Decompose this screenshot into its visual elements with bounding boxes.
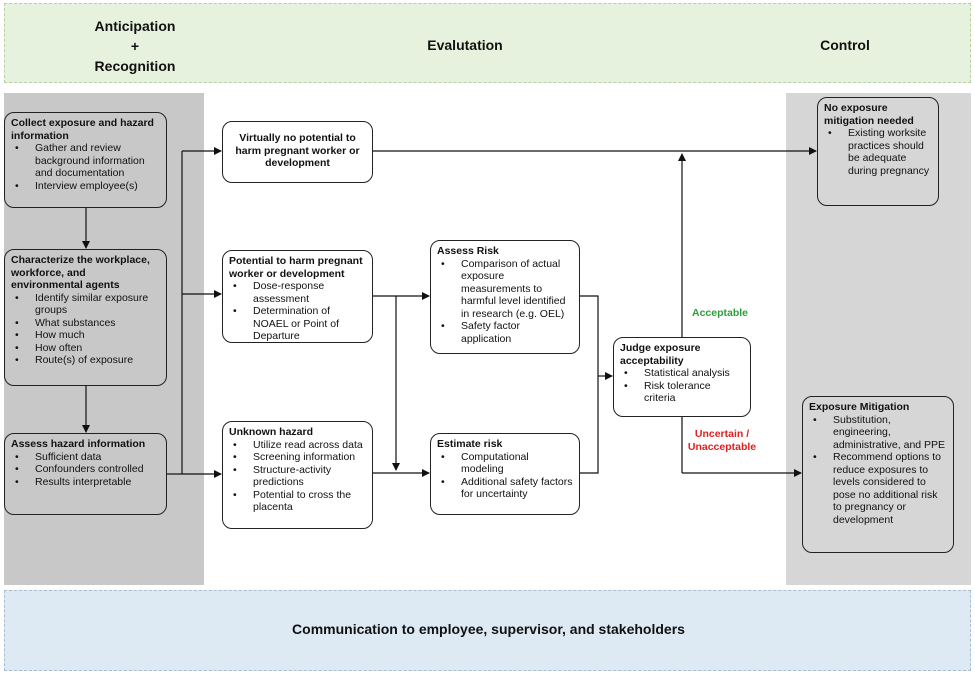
list-item: Safety factor application (441, 320, 573, 345)
anticipation-header: Anticipation + Recognition (75, 16, 195, 76)
list-item: Substitution, engineering, administrativ… (813, 414, 947, 452)
characterize-box: Characterize the workplace, workforce, a… (4, 249, 167, 386)
assess-risk-title: Assess Risk (437, 245, 499, 257)
estimate-risk-box: Estimate risk Computational modeling Add… (430, 433, 580, 515)
list-item: Risk tolerance criteria (624, 380, 744, 405)
list-item: How often (15, 342, 160, 355)
list-item: Sufficient data (15, 451, 160, 464)
assess-risk-list: Comparison of actual exposure measuremen… (437, 258, 573, 346)
mitigation-title: Exposure Mitigation (809, 401, 910, 413)
potential-harm-title: Potential to harm pregnant worker or dev… (229, 255, 363, 280)
header-band: Anticipation + Recognition Evalutation C… (4, 3, 971, 83)
potential-harm-box: Potential to harm pregnant worker or dev… (222, 250, 373, 343)
list-item: Potential to cross the placenta (233, 489, 366, 514)
no-exposure-list: Existing worksite practices should be ad… (824, 127, 932, 177)
list-item: How much (15, 329, 160, 342)
uncertain-label: Uncertain / Unacceptable (680, 428, 764, 454)
estimate-risk-title: Estimate risk (437, 438, 503, 450)
list-item: Existing worksite practices should be ad… (828, 127, 932, 177)
unknown-hazard-title: Unknown hazard (229, 426, 314, 438)
anticipation-header-line2: + (130, 38, 140, 54)
list-item: Additional safety factors for uncertaint… (441, 476, 573, 501)
assess-risk-box: Assess Risk Comparison of actual exposur… (430, 240, 580, 354)
anticipation-header-line1: Anticipation (94, 18, 176, 34)
communication-text: Communication to employee, supervisor, a… (292, 621, 685, 637)
uncertain-text-line2: Unacceptable (687, 441, 757, 453)
no-exposure-box: No exposure mitigation needed Existing w… (817, 97, 939, 206)
assess-hazard-title: Assess hazard information (11, 438, 146, 450)
virtually-no-title: Virtually no potential to harm pregnant … (235, 132, 360, 169)
list-item: Identify similar exposure groups (15, 292, 160, 317)
list-item: Comparison of actual exposure measuremen… (441, 258, 573, 321)
list-item: Confounders controlled (15, 463, 160, 476)
list-item: Structure-activity predictions (233, 464, 366, 489)
list-item: Utilize read across data (233, 439, 366, 452)
judge-list: Statistical analysis Risk tolerance crit… (620, 367, 744, 405)
characterize-list: Identify similar exposure groups What su… (11, 292, 160, 367)
unknown-hazard-box: Unknown hazard Utilize read across data … (222, 421, 373, 529)
evaluation-header: Evalutation (427, 37, 503, 53)
potential-harm-list: Dose-response assessment Determination o… (229, 280, 366, 343)
acceptable-label: Acceptable (680, 307, 760, 320)
collect-title: Collect exposure and hazard information (11, 117, 154, 142)
characterize-title: Characterize the workplace, workforce, a… (11, 254, 150, 291)
uncertain-text-line1: Uncertain / (694, 428, 750, 440)
list-item: Statistical analysis (624, 367, 744, 380)
mitigation-list: Substitution, engineering, administrativ… (809, 414, 947, 527)
assess-hazard-box: Assess hazard information Sufficient dat… (4, 433, 167, 515)
judge-title: Judge exposure acceptability (620, 342, 701, 367)
anticipation-header-line3: Recognition (94, 58, 176, 74)
judge-box: Judge exposure acceptability Statistical… (613, 337, 751, 417)
list-item: Determination of NOAEL or Point of Depar… (233, 305, 366, 343)
list-item: Screening information (233, 451, 366, 464)
acceptable-text: Acceptable (691, 307, 749, 319)
unknown-hazard-list: Utilize read across data Screening infor… (229, 439, 366, 514)
merge-bracket (580, 295, 599, 474)
mitigation-box: Exposure Mitigation Substitution, engine… (802, 396, 954, 553)
no-exposure-title: No exposure mitigation needed (824, 102, 914, 127)
collect-box: Collect exposure and hazard information … (4, 112, 167, 208)
collect-list: Gather and review background information… (11, 142, 160, 192)
assess-hazard-list: Sufficient data Confounders controlled R… (11, 451, 160, 489)
control-header: Control (820, 37, 870, 53)
list-item: Dose-response assessment (233, 280, 366, 305)
list-item: Results interpretable (15, 476, 160, 489)
footer-band: Communication to employee, supervisor, a… (4, 590, 971, 671)
list-item: Recommend options to reduce exposures to… (813, 451, 947, 526)
list-item: Computational modeling (441, 451, 573, 476)
list-item: What substances (15, 317, 160, 330)
virtually-no-box: Virtually no potential to harm pregnant … (222, 121, 373, 183)
list-item: Gather and review background information… (15, 142, 160, 180)
list-item: Route(s) of exposure (15, 354, 160, 367)
estimate-risk-list: Computational modeling Additional safety… (437, 451, 573, 501)
list-item: Interview employee(s) (15, 180, 160, 193)
